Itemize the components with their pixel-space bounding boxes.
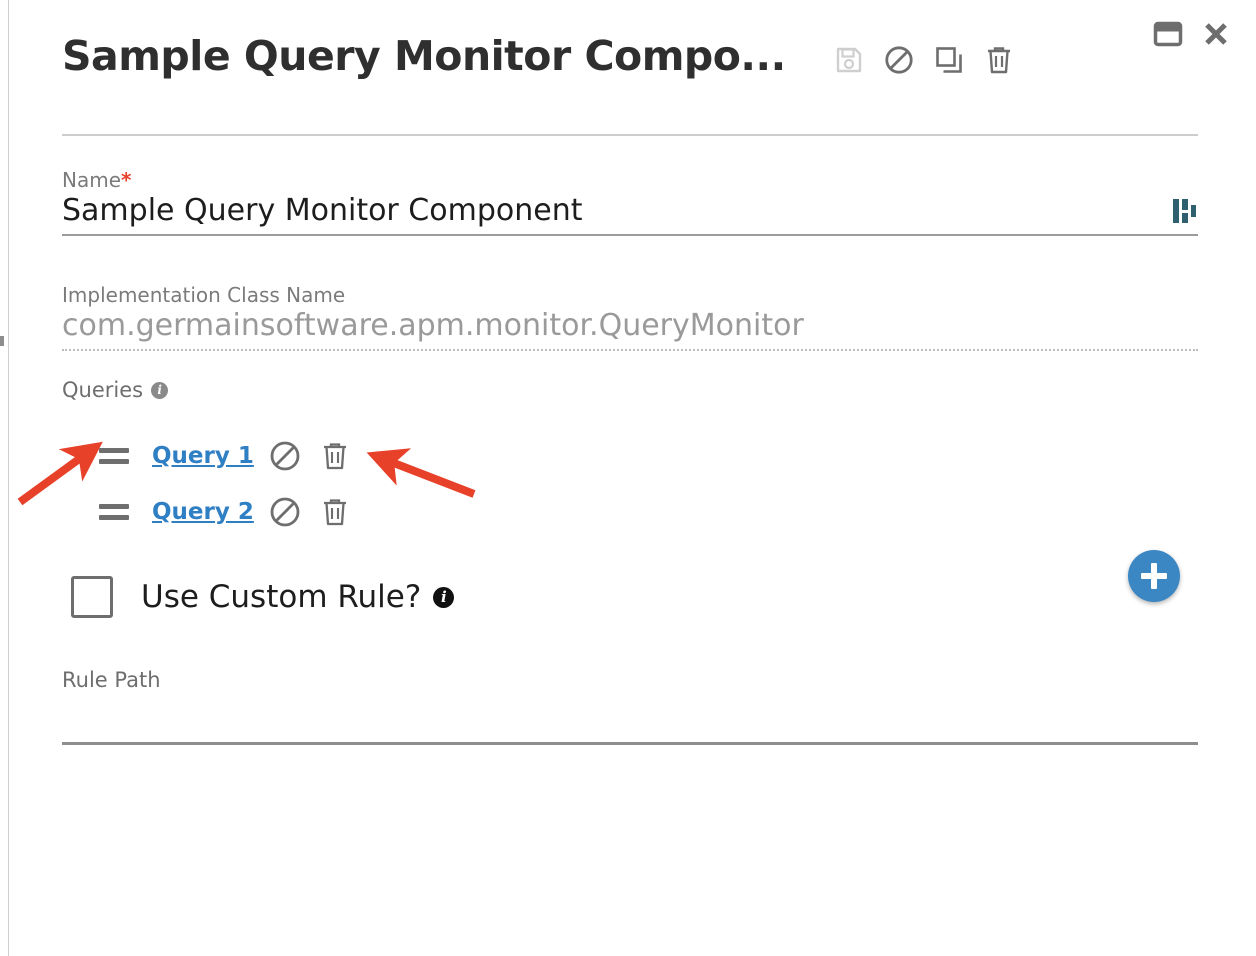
component-detail-modal: Sample Query Monitor Compo...: [9, 0, 1256, 956]
disable-icon[interactable]: [267, 494, 303, 530]
info-icon[interactable]: i: [433, 586, 455, 608]
header-action-toolbar: [834, 39, 1014, 75]
cancel-icon[interactable]: [884, 45, 914, 75]
trash-icon[interactable]: [317, 494, 353, 530]
disable-icon[interactable]: [267, 438, 303, 474]
queries-section: Queries i Query 1: [62, 378, 1198, 602]
queries-header: Queries i: [62, 378, 1198, 402]
add-query-button[interactable]: [1128, 550, 1180, 602]
drag-handle-icon[interactable]: [99, 448, 137, 464]
delete-icon[interactable]: [984, 45, 1014, 75]
name-label-text: Name: [62, 168, 122, 192]
page-title: Sample Query Monitor Compo...: [62, 32, 786, 80]
required-marker: *: [121, 168, 132, 192]
window-controls: [1152, 18, 1232, 50]
implementation-class-label: Implementation Class Name: [62, 283, 346, 307]
bar-chart-icon[interactable]: [1170, 196, 1198, 230]
info-icon[interactable]: i: [151, 381, 169, 399]
rule-path-underline: [62, 742, 1198, 745]
implementation-class-input: com.germainsoftware.apm.monitor.QueryMon…: [62, 308, 804, 343]
implementation-class-underline: [62, 348, 1198, 351]
rule-path-input[interactable]: [62, 692, 1198, 742]
background-panel-edge: [0, 0, 9, 956]
queries-list: Query 1: [62, 428, 1198, 540]
background-panel-mark: [0, 336, 4, 346]
queries-label: Queries: [62, 378, 144, 402]
modal-header: Sample Query Monitor Compo...: [62, 32, 1216, 80]
implementation-class-field-group: Implementation Class Name com.germainsof…: [62, 283, 1198, 351]
trash-icon[interactable]: [317, 438, 353, 474]
window-restore-icon[interactable]: [1152, 18, 1184, 50]
use-custom-rule-checkbox[interactable]: [71, 576, 113, 618]
close-icon[interactable]: [1200, 18, 1232, 50]
name-input[interactable]: Sample Query Monitor Component: [62, 193, 583, 228]
duplicate-icon[interactable]: [934, 45, 964, 75]
custom-rule-row: Use Custom Rule? i: [62, 576, 455, 618]
query-link[interactable]: Query 2: [152, 499, 254, 525]
rule-path-label: Rule Path: [62, 668, 161, 692]
name-field-group: Name* Sample Query Monitor Component: [62, 168, 1198, 236]
rule-path-field-group: Rule Path: [62, 668, 1198, 745]
use-custom-rule-label: Use Custom Rule?: [141, 579, 422, 615]
header-divider: [62, 134, 1198, 136]
list-item: Query 2: [62, 484, 1198, 540]
query-link[interactable]: Query 1: [152, 443, 254, 469]
name-field-underline: [62, 233, 1198, 236]
list-item: Query 1: [62, 428, 1198, 484]
save-icon[interactable]: [834, 45, 864, 75]
name-field-label: Name*: [62, 168, 1198, 192]
drag-handle-icon[interactable]: [99, 504, 137, 520]
